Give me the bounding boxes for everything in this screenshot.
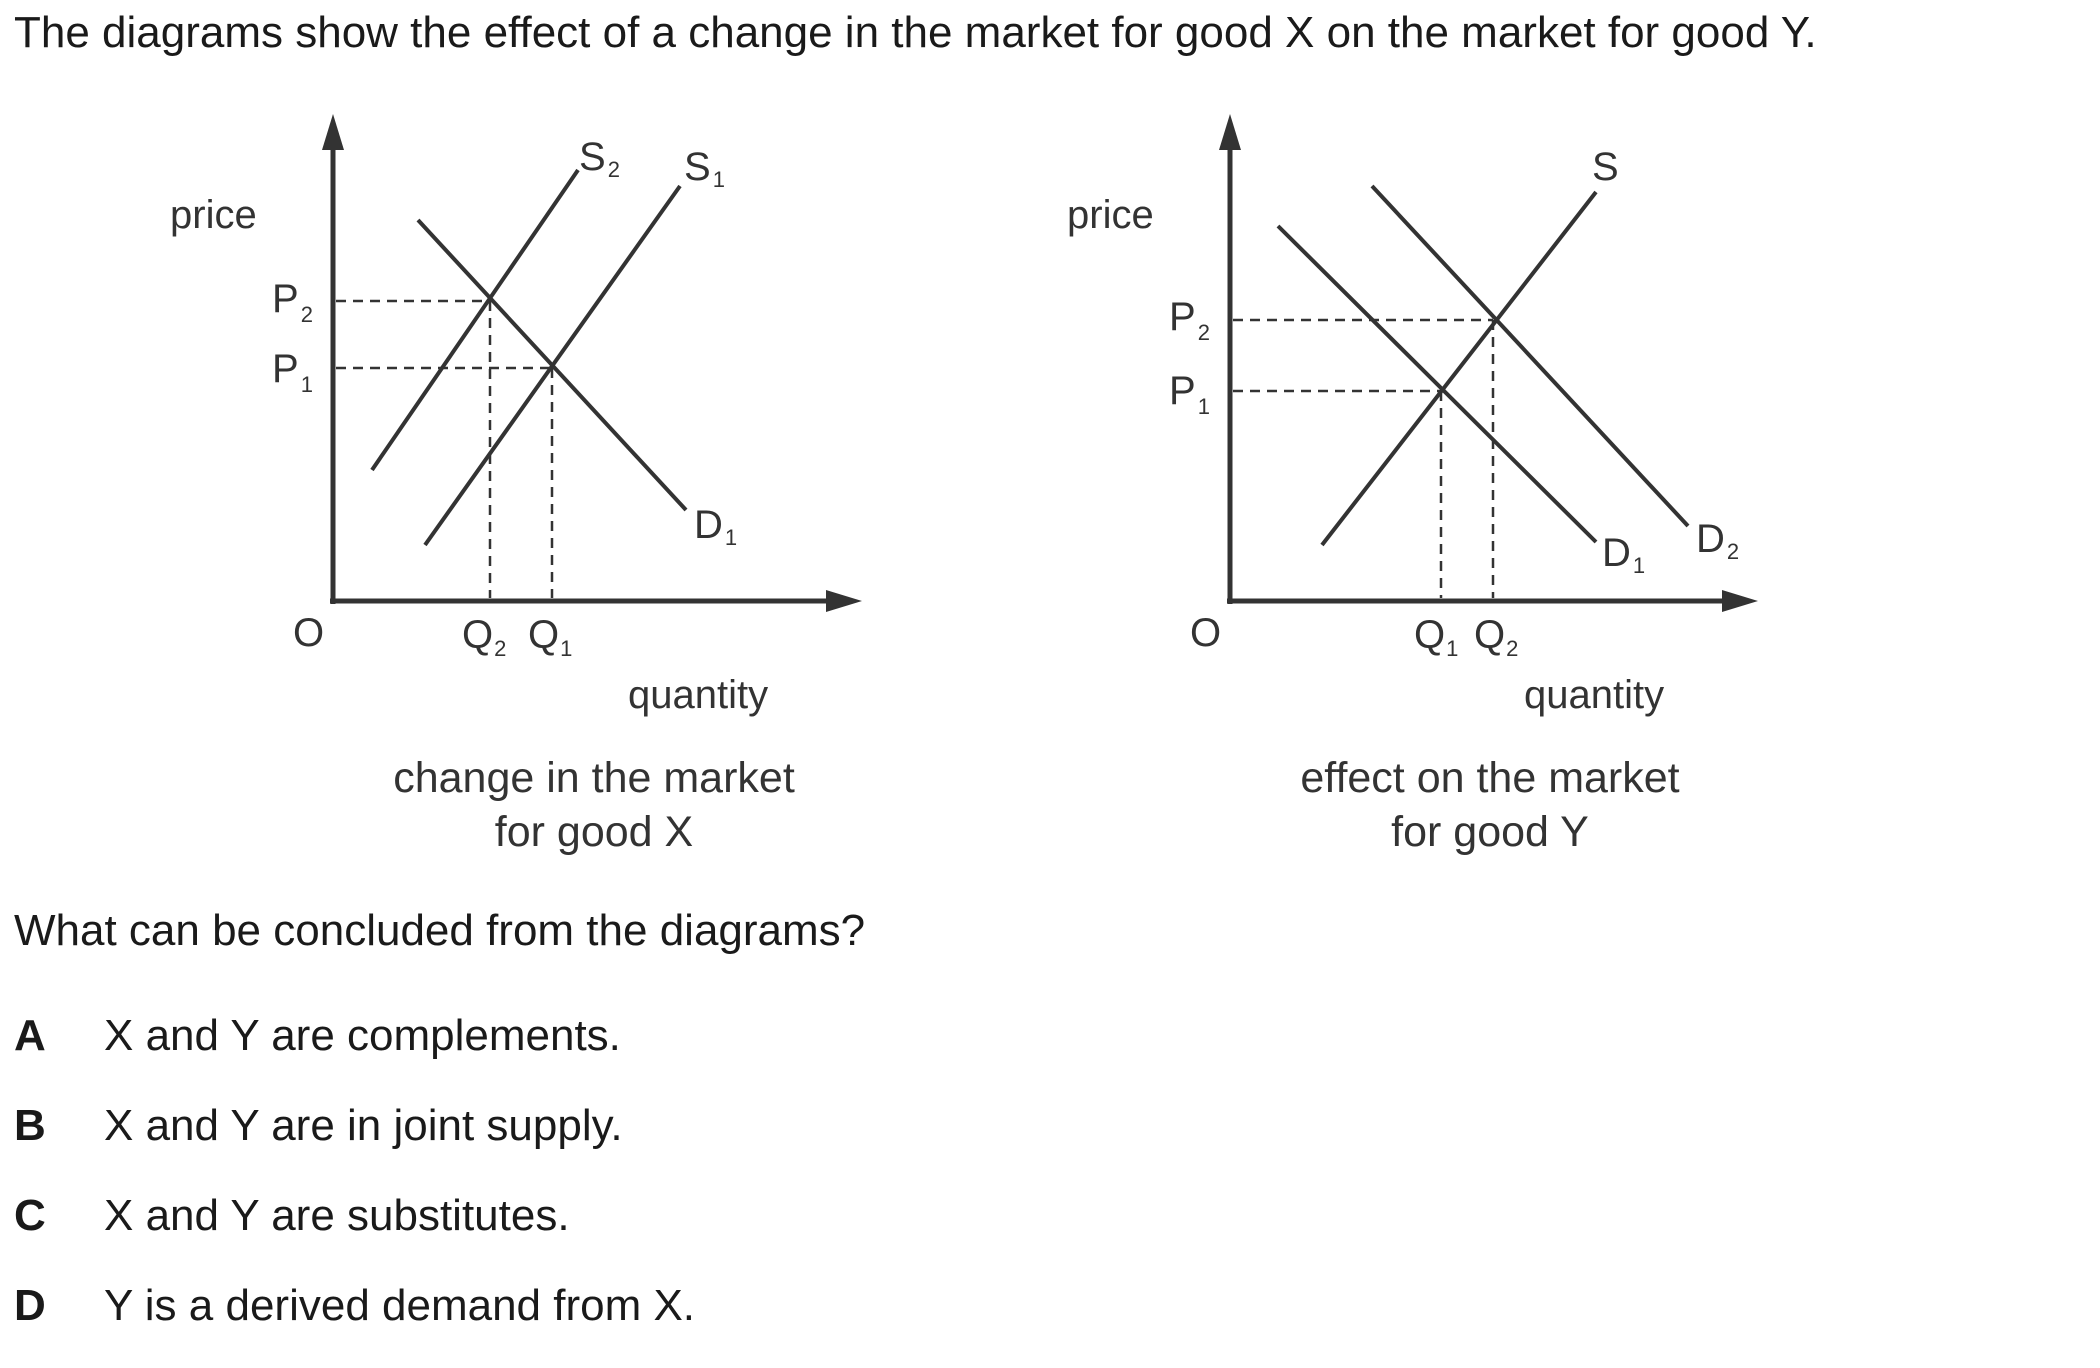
intro-text: The diagrams show the effect of a change…	[14, 8, 1817, 57]
x-market-supply-s2	[370, 168, 580, 472]
x-market-demand-d1	[416, 218, 688, 512]
y-market-price-axis-arrow	[1219, 114, 1241, 150]
x-market-quantity-axis-arrow	[826, 590, 862, 612]
y-market-demand-d2	[1370, 184, 1690, 528]
y-market-origin-label: O	[1190, 611, 1221, 655]
y-market-s-label: S	[1592, 145, 1619, 189]
x-market-origin-label: O	[293, 611, 324, 655]
x-market-price-axis-arrow	[322, 114, 344, 150]
y-market-p2-label: P2	[1169, 295, 1210, 345]
y-market-quantity-axis-arrow	[1722, 590, 1758, 612]
y-market-price-label: price	[1067, 193, 1154, 237]
x-market-quantity-label: quantity	[628, 673, 768, 717]
option-d-text: Y is a derived demand from X.	[104, 1281, 696, 1330]
x-market-p2-label: P2	[272, 277, 313, 327]
diagram-good-x: price quantity O S2 S1 D1 P2 P1 Q2 Q1 ch…	[170, 114, 862, 856]
diagram-good-y: price quantity O S D1 D2 P2 P1 Q1 Q2 eff…	[1067, 114, 1758, 856]
x-market-p1-label: P1	[272, 347, 313, 397]
y-market-d2-label: D2	[1696, 517, 1739, 564]
option-c-text: X and Y are substitutes.	[104, 1191, 570, 1240]
option-a-text: X and Y are complements.	[104, 1011, 621, 1060]
x-market-price-label: price	[170, 193, 257, 237]
y-market-supply-s	[1320, 190, 1598, 547]
question-text: What can be concluded from the diagrams?	[14, 906, 866, 955]
x-market-q2-label: Q2	[462, 613, 506, 661]
x-market-s2-label: S2	[579, 135, 620, 182]
y-market-p1-label: P1	[1169, 369, 1210, 419]
x-market-caption-line1: change in the market	[393, 754, 795, 802]
y-market-d1-label: D1	[1602, 531, 1645, 578]
option-c-key: C	[14, 1191, 46, 1240]
option-a[interactable]: A X and Y are complements.	[14, 1008, 695, 1098]
option-b-key: B	[14, 1101, 46, 1150]
y-market-demand-d1	[1276, 224, 1598, 544]
answer-options: A X and Y are complements. B X and Y are…	[14, 1008, 695, 1368]
option-b-text: X and Y are in joint supply.	[104, 1101, 623, 1150]
option-d[interactable]: D Y is a derived demand from X.	[14, 1278, 695, 1368]
option-d-key: D	[14, 1281, 46, 1330]
x-market-d1-label: D1	[694, 503, 737, 550]
y-market-q2-label: Q2	[1474, 613, 1518, 661]
x-market-q1-label: Q1	[528, 613, 572, 661]
y-market-caption-line1: effect on the market	[1300, 754, 1679, 802]
x-market-caption-line2: for good X	[495, 808, 693, 856]
option-b[interactable]: B X and Y are in joint supply.	[14, 1098, 695, 1188]
x-market-s1-label: S1	[684, 145, 725, 192]
y-market-q1-label: Q1	[1414, 613, 1458, 661]
y-market-quantity-label: quantity	[1524, 673, 1664, 717]
option-c[interactable]: C X and Y are substitutes.	[14, 1188, 695, 1278]
option-a-key: A	[14, 1011, 46, 1060]
y-market-caption-line2: for good Y	[1391, 808, 1589, 856]
